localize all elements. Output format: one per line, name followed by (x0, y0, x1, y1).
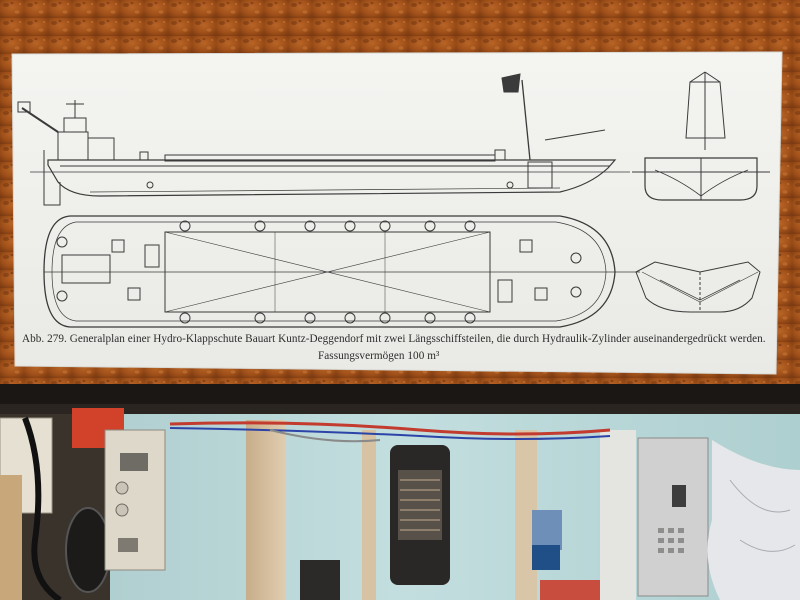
power-supply (104, 429, 166, 571)
front-view (632, 71, 770, 201)
shelf-upright-2 (362, 430, 376, 600)
cables-left (22, 416, 62, 600)
blue-box (532, 510, 562, 550)
drawing-caption-line-2: Fassungsvermögen 100 m³ (318, 350, 440, 362)
grey-control-panel (637, 437, 709, 597)
magnifier-lamp (65, 507, 111, 593)
side-elevation (17, 73, 630, 206)
bottom-book (540, 580, 600, 600)
dark-motor-unit (390, 445, 450, 585)
plan-view (43, 215, 640, 328)
shelf-upright-3 (515, 430, 537, 600)
wooden-box (0, 475, 22, 600)
open-section-view (635, 261, 761, 313)
shelf-top-bar (0, 384, 800, 406)
cream-device-left (0, 417, 53, 514)
drawing-caption-line-1: Abb. 279. Generalplan einer Hydro-Klapps… (22, 333, 766, 345)
drawing-sheet (11, 51, 783, 375)
wire-bundle (169, 421, 611, 436)
shelf-upright-1 (246, 420, 286, 600)
